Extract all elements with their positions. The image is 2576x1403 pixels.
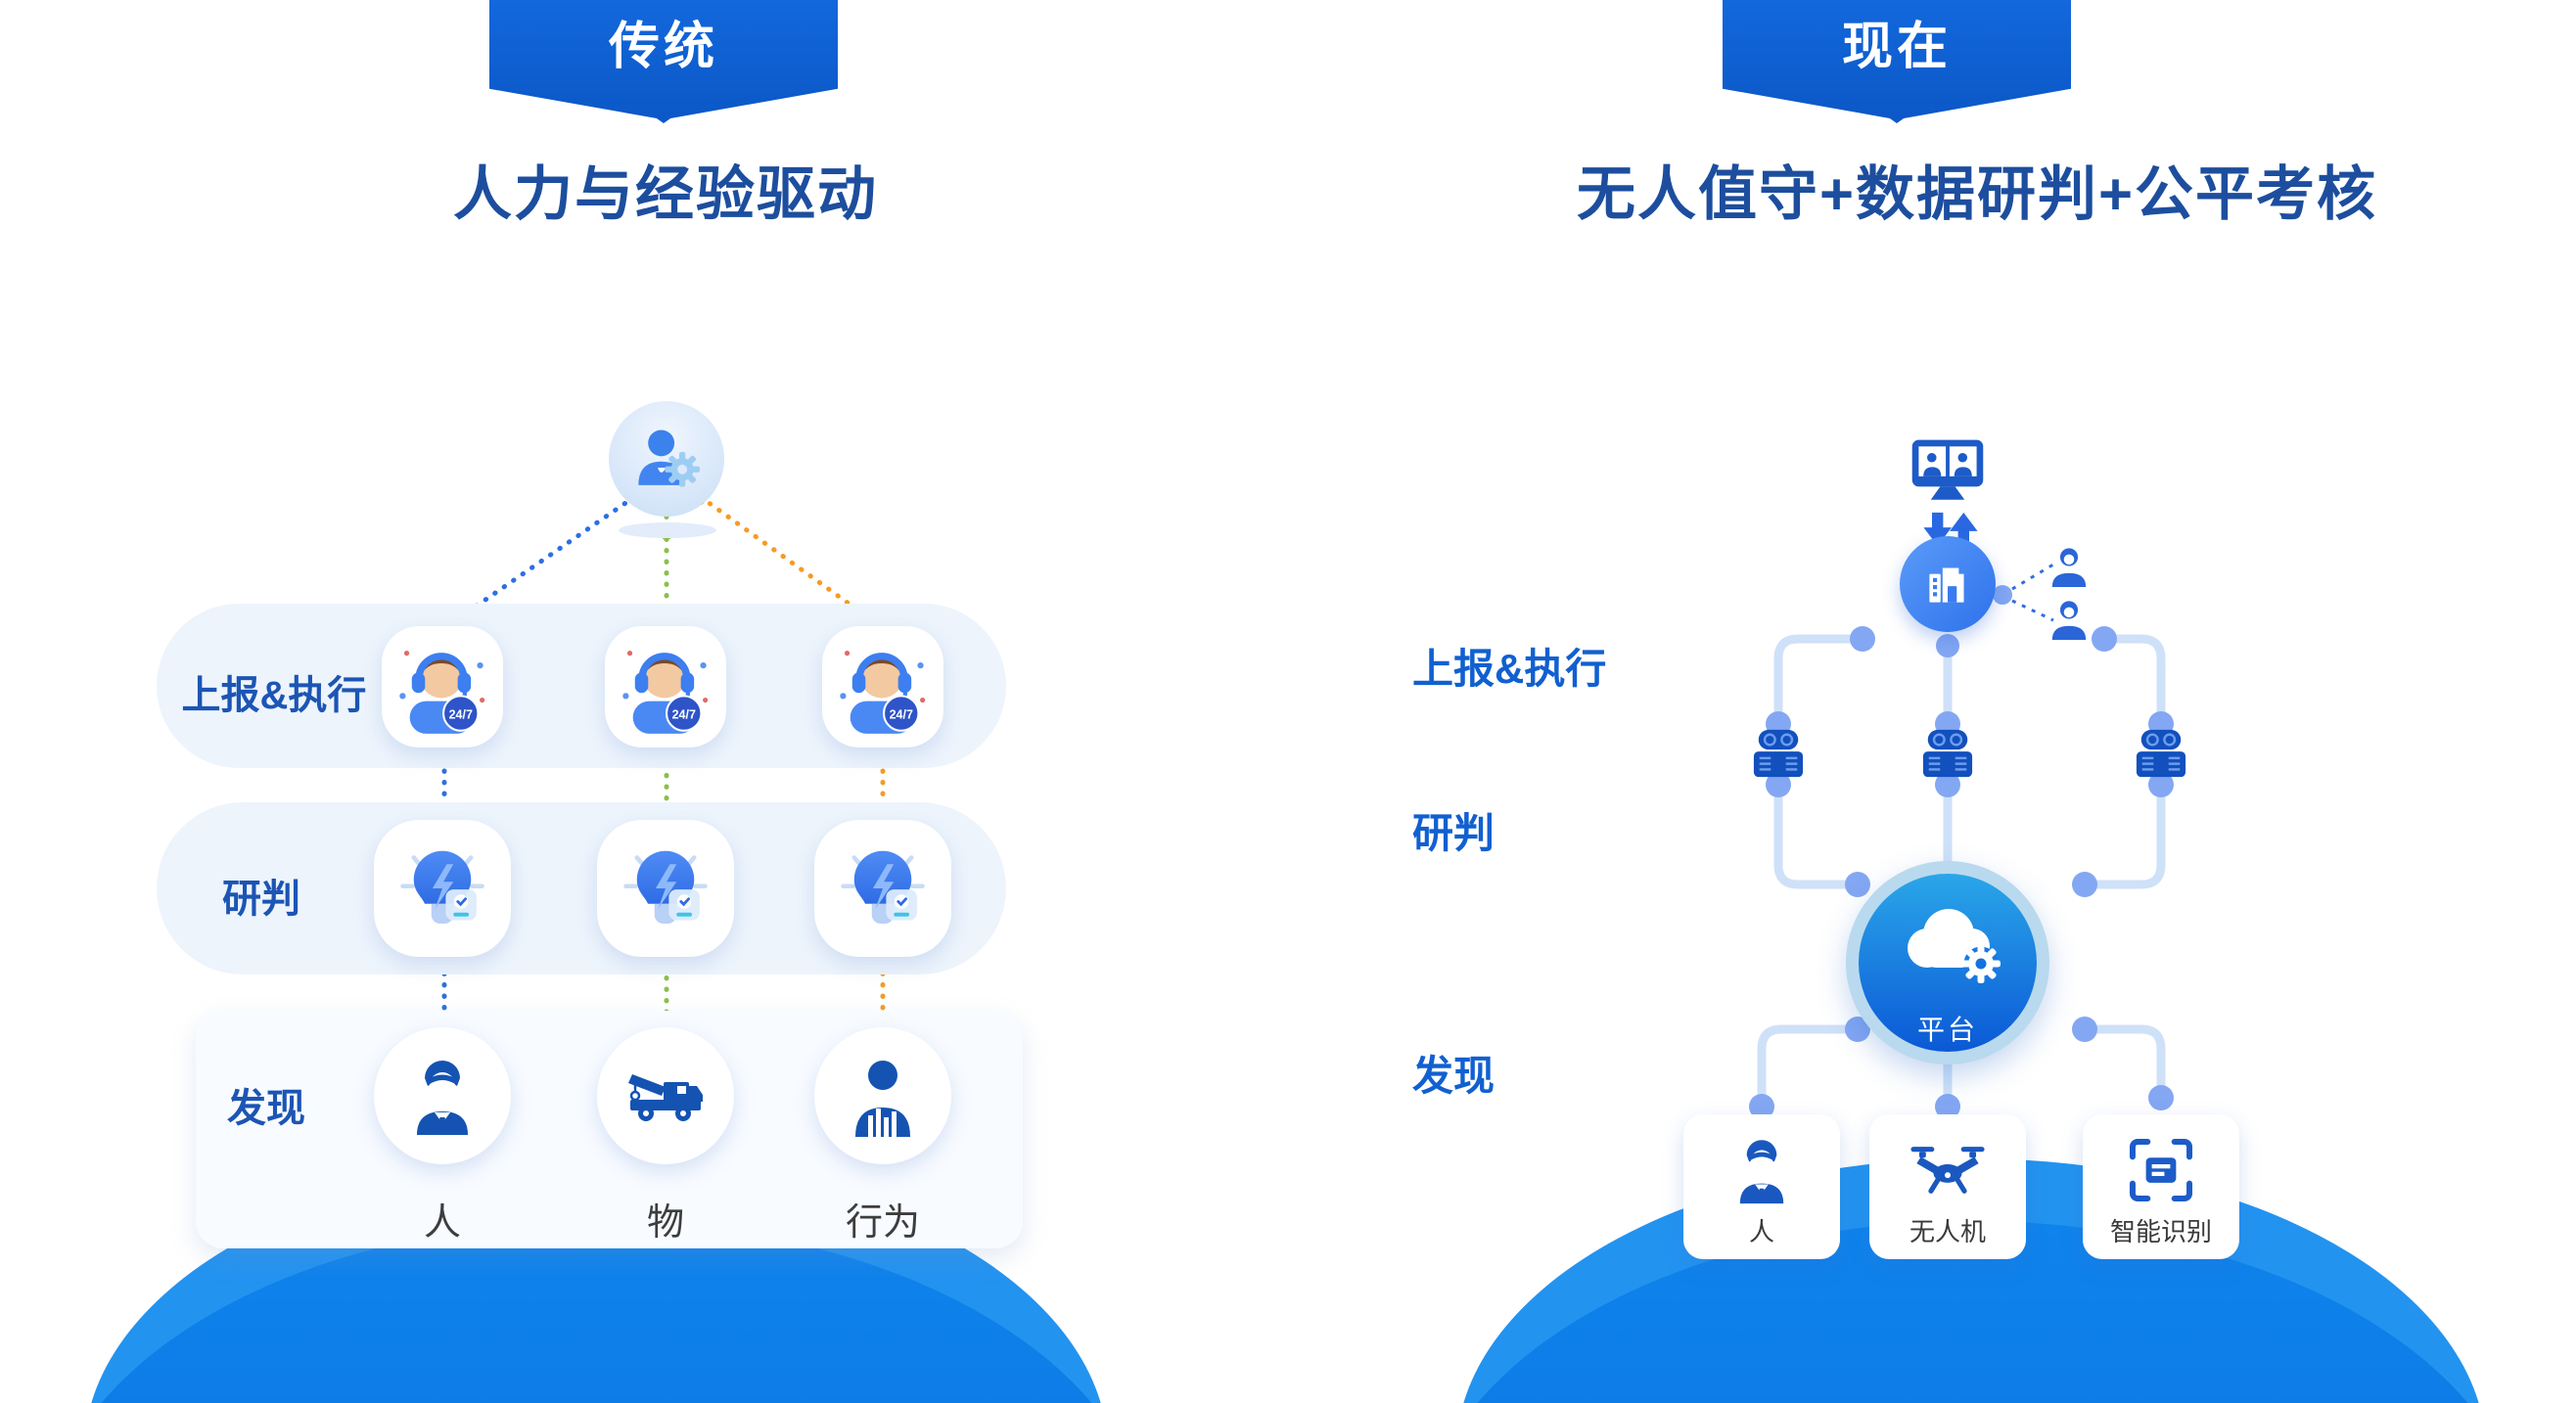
traditional-title: 人力与经验驱动 <box>453 161 878 227</box>
report-cell: 24/7 <box>605 626 726 747</box>
analysis-cell <box>597 820 734 957</box>
operator-shadow <box>619 522 716 538</box>
stage-label-report: 上报&执行 <box>1412 646 1607 692</box>
traditional-panel: 传统 人力与经验驱动 <box>0 0 1155 1403</box>
bulb-idea-icon <box>623 850 708 924</box>
agent-headset-icon: 24/7 <box>840 651 926 734</box>
analysis-group-node <box>1750 728 1807 786</box>
stage-label-analysis: 研判 <box>1412 810 1495 856</box>
bulb-idea-icon <box>400 850 484 924</box>
capability-card-label: 智能识别 <box>2109 1217 2212 1246</box>
modern-title: 无人值守+数据研判+公平考核 <box>1576 161 2378 227</box>
agent-headset-icon: 24/7 <box>622 651 709 734</box>
person-bust-icon <box>2051 548 2087 588</box>
row-analysis-label: 研判 <box>222 878 300 921</box>
badge-24-7: 24/7 <box>672 707 696 721</box>
modern-panel: 现在 无人值守+数据研判+公平考核 上报&执行 研判 发现 <box>1390 0 2576 1403</box>
bulb-idea-icon <box>841 850 925 924</box>
smart-recognition-icon <box>2129 1138 2193 1202</box>
field-person-node <box>2047 544 2091 594</box>
analysis-cell <box>814 820 951 957</box>
capability-card-label: 无人机 <box>1909 1217 1986 1246</box>
report-cell: 24/7 <box>382 626 503 747</box>
hub-node <box>1900 536 1996 632</box>
row-report-label: 上报&执行 <box>181 674 367 717</box>
discover-item-label: 行为 <box>845 1202 920 1244</box>
modern-banner: 现在 <box>1723 0 2071 123</box>
agent-headset-icon: 24/7 <box>399 651 485 734</box>
meeting-group-icon <box>1922 729 1973 778</box>
field-person-node <box>2047 597 2091 647</box>
person-icon <box>1739 1140 1784 1204</box>
sync-arrows <box>1920 511 1981 553</box>
drone-icon <box>1910 1147 1985 1194</box>
analysis-cell <box>374 820 511 957</box>
cloud-gear-icon <box>1908 909 2001 983</box>
person-bust-icon <box>2051 601 2087 641</box>
capability-card: 人 <box>1683 1114 1840 1259</box>
platform-node: 平台 <box>1846 861 2049 1064</box>
discover-item-label: 物 <box>646 1202 684 1244</box>
platform-label: 平台 <box>1916 1015 1978 1045</box>
up-down-arrows-icon <box>1923 512 1978 547</box>
analysis-group-node <box>1919 728 1976 786</box>
video-meeting-monitor-icon <box>1911 439 1984 500</box>
capability-card-label: 人 <box>1748 1217 1774 1246</box>
meeting-group-icon <box>2136 729 2186 778</box>
capability-card: 无人机 <box>1869 1114 2026 1259</box>
discover-cell <box>597 1027 734 1164</box>
video-meeting-node <box>1907 436 1989 516</box>
platform-inner-circle: 平台 <box>1859 874 2037 1052</box>
badge-24-7: 24/7 <box>449 707 473 721</box>
stage-label-discover: 发现 <box>1412 1053 1495 1099</box>
meeting-group-icon <box>1753 729 1804 778</box>
report-cell: 24/7 <box>822 626 943 747</box>
crane-truck-icon <box>628 1074 703 1121</box>
discover-cell <box>814 1027 951 1164</box>
operator-gear-icon <box>638 430 701 487</box>
analysis-group-node <box>2133 728 2189 786</box>
traditional-banner-label: 传统 <box>608 19 718 75</box>
operator-node <box>609 401 724 517</box>
organization-building-icon <box>1929 567 1964 603</box>
person-activity-icon <box>855 1061 910 1137</box>
capability-card: 智能识别 <box>2083 1114 2239 1259</box>
modern-banner-label: 现在 <box>1841 19 1952 75</box>
person-icon <box>417 1061 468 1135</box>
traditional-banner: 传统 <box>489 0 838 123</box>
row-discover-label: 发现 <box>227 1087 305 1130</box>
discover-item-label: 人 <box>423 1202 461 1244</box>
badge-24-7: 24/7 <box>890 707 913 721</box>
discover-cell <box>374 1027 511 1164</box>
